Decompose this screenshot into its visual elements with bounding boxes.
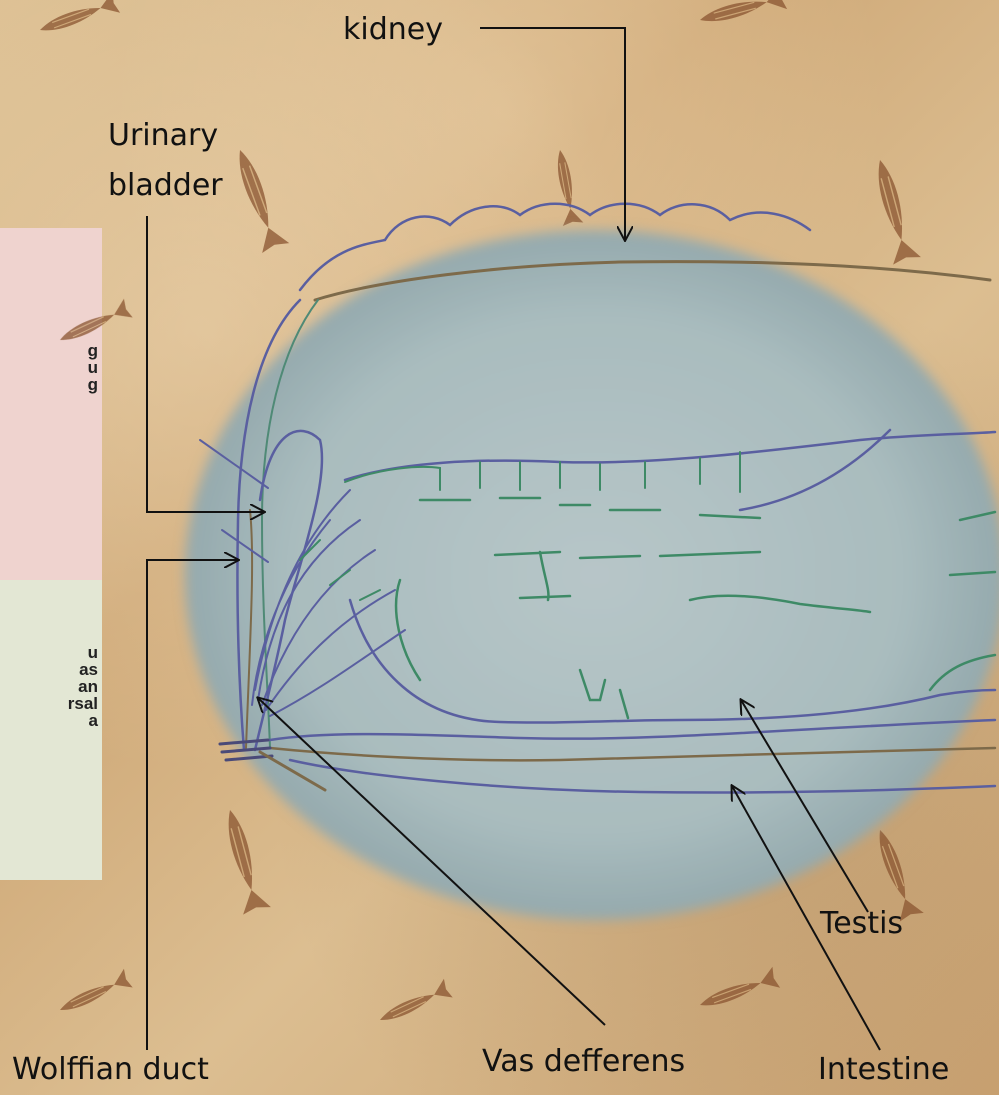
- label-vas-defferens: Vas defferens: [482, 1044, 685, 1080]
- label-intestine: Intestine: [818, 1052, 949, 1088]
- label-urinary-bladder-line2: bladder: [108, 168, 223, 204]
- label-urinary-bladder-line1: Urinary: [108, 118, 218, 154]
- label-testis: Testis: [820, 906, 903, 942]
- label-wolffian-duct: Wolffian duct: [12, 1052, 209, 1088]
- label-kidney: kidney: [343, 12, 443, 48]
- specimen-oval: [185, 230, 999, 920]
